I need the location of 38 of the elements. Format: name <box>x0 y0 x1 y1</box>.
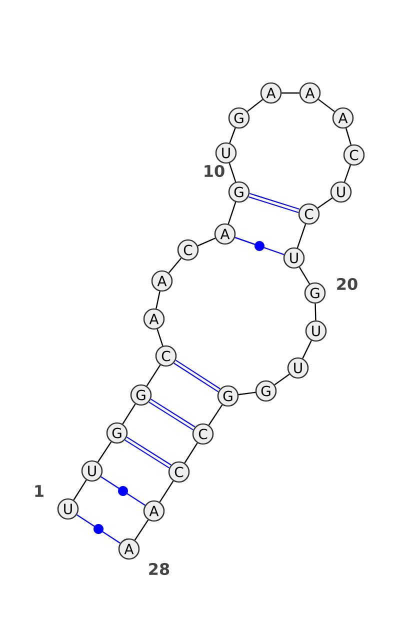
backbone-line <box>238 392 256 396</box>
base-pair-line <box>148 398 196 430</box>
base-pair-line <box>234 236 284 256</box>
backbone-line <box>344 164 352 182</box>
backbone-line <box>159 480 174 502</box>
base-pair-line <box>100 476 146 506</box>
backbone-line <box>274 374 290 386</box>
backbone-line <box>247 99 263 112</box>
backbone-line <box>146 364 161 386</box>
backbone-line <box>228 162 236 182</box>
base-pair-line <box>76 514 120 544</box>
backbone-line <box>317 198 333 208</box>
base-pair-line <box>174 360 220 392</box>
base-pair-line <box>248 193 300 213</box>
backbone-line <box>122 404 136 424</box>
position-number: 10 <box>204 164 224 178</box>
backbone-line <box>208 404 223 426</box>
backbone-line <box>298 266 310 284</box>
position-number: 20 <box>337 278 358 290</box>
backbone-line <box>318 98 335 112</box>
backbone-line <box>134 520 149 540</box>
backbone-line <box>302 340 312 359</box>
backbone-line <box>73 480 87 500</box>
backbone-line <box>184 442 198 464</box>
backbone-line <box>345 128 352 145</box>
base-pair-line <box>124 436 172 468</box>
backbone-line <box>168 258 182 274</box>
backbone-line <box>296 224 306 248</box>
backbone-line <box>282 92 300 94</box>
backbone-line <box>314 304 316 320</box>
backbone-line <box>228 202 236 224</box>
position-number: 1 <box>35 485 44 497</box>
position-number: 28 <box>149 562 170 576</box>
backbone-line <box>156 291 160 309</box>
backbone-line <box>97 442 112 462</box>
backbone-line <box>198 238 216 246</box>
backbone-line <box>229 128 236 144</box>
backbone-line <box>156 328 164 346</box>
